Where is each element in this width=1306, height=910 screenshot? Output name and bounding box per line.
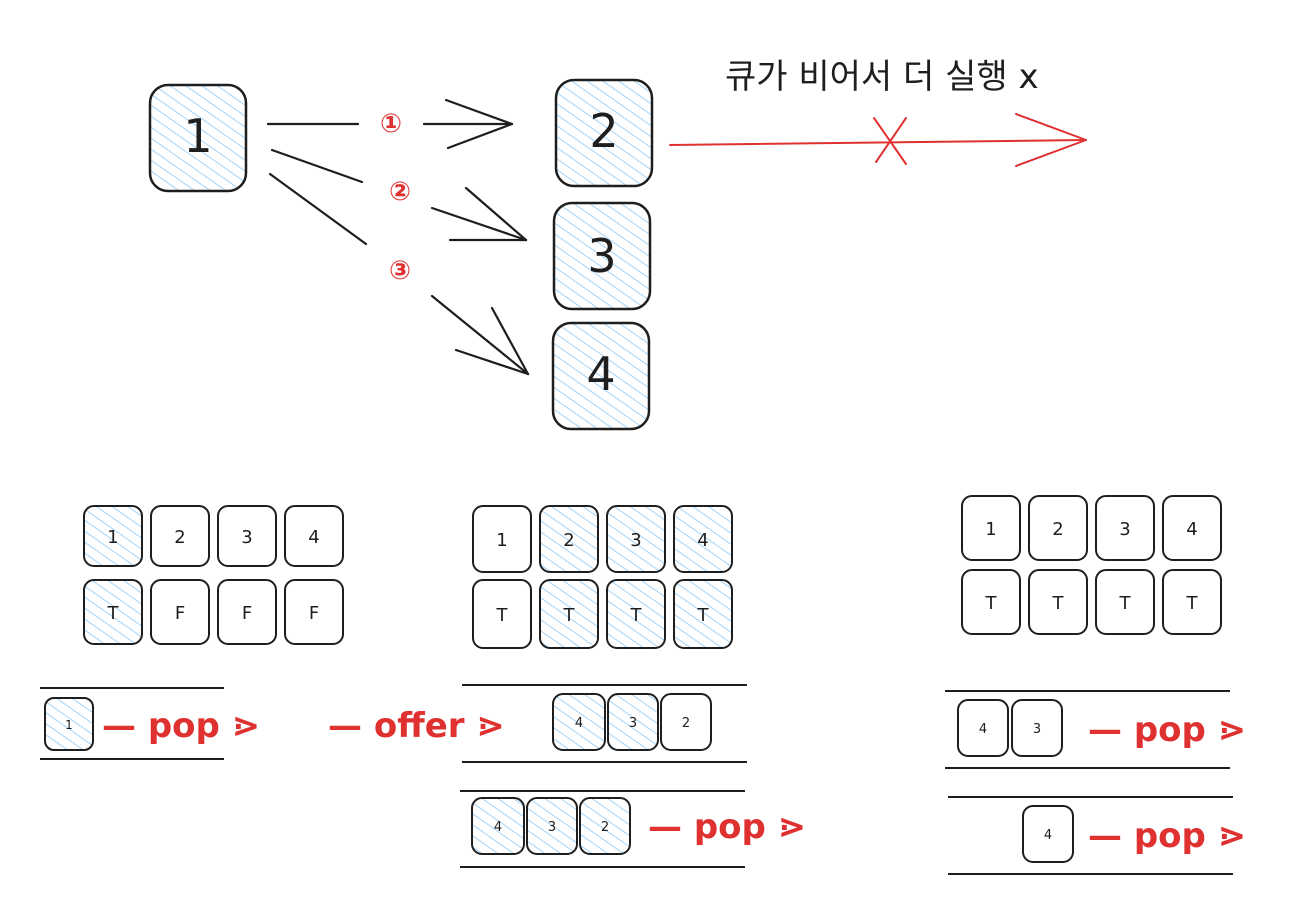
panel-2-queue-item: 3 bbox=[548, 820, 556, 835]
panel-1-pop-label: — pop ⋗ bbox=[102, 706, 260, 746]
panel-1-visited-cell: T bbox=[107, 603, 120, 624]
panel-1-index-row: 1 2 3 4 bbox=[83, 505, 344, 567]
panel-3-index-cell: 2 bbox=[1052, 519, 1063, 540]
graph-node-2: 2 bbox=[554, 78, 654, 188]
panel-2-visited-cell: T bbox=[563, 605, 576, 626]
panel-2-offer-label: — offer ⋗ bbox=[328, 706, 505, 746]
panel-1: 1 2 3 4 T F F F 1 — pop ⋗ bbox=[40, 505, 344, 760]
panel-3-index-row: 1 2 3 4 bbox=[961, 495, 1222, 561]
panel-2-index-cell: 1 bbox=[496, 530, 507, 551]
graph: 1 2 3 4 ① ② bbox=[148, 57, 1087, 431]
panel-2-pop-label: — pop ⋗ bbox=[648, 807, 806, 847]
panel-1-visited-cell: F bbox=[175, 603, 185, 624]
panel-2-index-row: 1 2 3 4 bbox=[472, 505, 733, 573]
panel-3: 1 2 3 4 T T T T 4 3 — pop ⋗ bbox=[945, 495, 1246, 875]
edge-label-3: ③ bbox=[389, 256, 411, 286]
panel-3-pop-label-a: — pop ⋗ bbox=[1088, 710, 1246, 750]
panel-3-pop-label-b: — pop ⋗ bbox=[1088, 816, 1246, 856]
graph-node-4: 4 bbox=[551, 321, 651, 431]
panel-2-visited-cell: T bbox=[697, 605, 710, 626]
panel-3-visited-row: T T T T bbox=[961, 569, 1222, 635]
panel-3-index-cell: 3 bbox=[1119, 519, 1130, 540]
panel-1-index-cell: 4 bbox=[308, 527, 319, 548]
blocked-arrow bbox=[669, 113, 1087, 167]
panel-2-queue-item: 4 bbox=[494, 820, 502, 835]
panel-2-queue-item: 2 bbox=[682, 716, 690, 731]
panel-1-index-cell: 1 bbox=[107, 527, 118, 548]
panel-2-visited-row: T T T T bbox=[472, 579, 733, 649]
panel-1-index-cell: 3 bbox=[241, 527, 252, 548]
panel-1-visited-row: T F F F bbox=[83, 579, 344, 645]
panel-1-visited-cell: F bbox=[242, 603, 252, 624]
panel-2-index-cell: 3 bbox=[630, 530, 641, 551]
panel-2-index-cell: 2 bbox=[563, 530, 574, 551]
panel-1-queue-item: 1 bbox=[65, 718, 73, 732]
graph-node-4-label: 4 bbox=[586, 347, 615, 401]
panel-2: 1 2 3 4 T T T T — offer ⋗ 4 3 2 bbox=[328, 505, 806, 868]
edge-label-2: ② bbox=[389, 177, 411, 207]
panel-3-queue-item: 3 bbox=[1033, 722, 1041, 737]
edge-1-to-2 bbox=[266, 98, 514, 150]
panel-3-visited-cell: T bbox=[1052, 593, 1065, 614]
panel-1-queue: 1 bbox=[40, 687, 224, 760]
graph-node-3: 3 bbox=[552, 201, 652, 311]
panel-3-queue-a: 4 3 bbox=[945, 690, 1230, 769]
panel-3-visited-cell: T bbox=[1186, 593, 1199, 614]
edge-1-to-3 bbox=[270, 148, 528, 242]
panel-2-queue-item: 4 bbox=[575, 716, 583, 731]
panel-2-index-cell: 4 bbox=[697, 530, 708, 551]
panel-2-queue-before-pop: 4 3 2 bbox=[460, 790, 745, 868]
panel-2-queue-item: 2 bbox=[601, 820, 609, 835]
panel-2-queue-item: 3 bbox=[629, 716, 637, 731]
panel-3-index-cell: 4 bbox=[1186, 519, 1197, 540]
panel-1-index-cell: 2 bbox=[174, 527, 185, 548]
panel-2-visited-cell: T bbox=[496, 605, 509, 626]
graph-node-2-label: 2 bbox=[589, 104, 618, 158]
graph-node-1: 1 bbox=[148, 83, 248, 193]
panel-2-queue-after-offer: 4 3 2 bbox=[462, 684, 747, 763]
queue-empty-note: 큐가 비어서 더 실행 x bbox=[725, 57, 1039, 97]
panel-3-index-cell: 1 bbox=[985, 519, 996, 540]
graph-node-1-label: 1 bbox=[183, 109, 212, 163]
panel-3-queue-item: 4 bbox=[979, 722, 987, 737]
edge-label-1: ① bbox=[380, 109, 402, 139]
edge-1-to-4 bbox=[268, 172, 530, 376]
panel-1-visited-cell: F bbox=[309, 603, 319, 624]
panel-3-visited-cell: T bbox=[985, 593, 998, 614]
panel-3-queue-item: 4 bbox=[1044, 828, 1052, 843]
panel-3-queue-b: 4 bbox=[948, 796, 1233, 875]
panel-2-visited-cell: T bbox=[630, 605, 643, 626]
graph-node-3-label: 3 bbox=[587, 229, 616, 283]
panel-3-visited-cell: T bbox=[1119, 593, 1132, 614]
